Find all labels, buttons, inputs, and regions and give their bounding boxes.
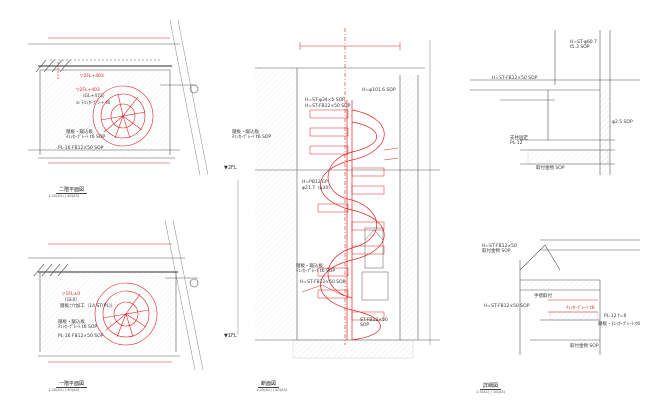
plan-1f-frame <box>164 219 204 371</box>
section-scale: 1:20(A1) / 40(A3) <box>256 388 288 392</box>
detail-d1: H=ST-φ60.7 t5.3 SOP <box>570 40 597 50</box>
section-landing <box>361 227 389 301</box>
section-stringer-a: 踏板・蹴込板 ﾁｪｯｶｰﾌﾟﾚｰﾄ t6 SOP <box>296 264 336 274</box>
section-column: ST-FB12×50 SOP <box>360 318 388 328</box>
detail-d11: PL-12 t=6 <box>604 314 627 319</box>
section-stringer-b: H=ST-FB12×50 SOP <box>300 280 346 285</box>
plan-1f-material: 踏板・蹴込板 ﾁｪｯｶｰﾌﾟﾚｰﾄ t6 SOP <box>58 320 98 330</box>
plan-2f-tread: a: ﾁｪｯｶｰﾌﾟﾚｰﾄ t6 <box>76 101 111 106</box>
detail-d9: ﾁｪｯｶｰﾌﾟﾚｰﾄ t6 <box>566 306 595 311</box>
detail-scale: 1:5(A1) / 10(A3) <box>476 390 505 394</box>
section-bracket: H=PB12 EP <box>302 180 328 185</box>
detail-d8: 手摺取付 <box>534 294 552 299</box>
detail-top <box>470 30 640 175</box>
plan-1f-level: ▽1FL±0 <box>62 292 81 297</box>
plan-2f-title: 二階平面図 <box>56 186 88 194</box>
plan-1f <box>28 243 199 363</box>
plan-2f-frame <box>169 19 209 176</box>
section-handrail-a: H=ST-φ34×5 SOP <box>305 98 345 103</box>
plan-2f-material: 踏板・蹴込板 ﾁｪｯｶｰﾌﾟﾚｰﾄ t6 SOP <box>66 130 106 140</box>
plan-2f-gl: （GL+473） <box>80 94 108 99</box>
section-level-1f: ▼1FL <box>224 333 237 339</box>
plan-2f-fl: ▽2FL+403 <box>76 88 100 93</box>
plan-2f <box>28 37 199 164</box>
plan-2f-stringer: PL-16 FB12×50 SOP <box>58 146 104 151</box>
plan-2f-level: ▽2FL+403 <box>80 74 104 79</box>
detail-d6: H=ST-FB12×50 取付金物 SOP <box>482 244 517 254</box>
plan-1f-scale: 1:20(A1) / 40(A3) <box>48 388 80 392</box>
detail-d5: 取付金物 SOP <box>536 166 565 171</box>
section-tread: 踏板・蹴込板 ﾁｪｯｶｰﾌﾟﾚｰﾄ t6 SOP <box>232 130 272 140</box>
section-spiral <box>301 100 399 341</box>
detail-title: 詳細図 <box>480 382 502 390</box>
detail-d4: 支柱固定 PL-12 <box>510 136 528 146</box>
detail-d2: H=ST-FB12×50 SOP <box>492 76 538 81</box>
plan-1f-title: 一階平面図 <box>56 380 88 388</box>
plan-2f-scale: 1:20(A1) / 40(A3) <box>48 194 80 198</box>
detail-d12: 踏板・ﾁｪｯｶｰﾌﾟﾚｰﾄ t6 <box>598 322 641 327</box>
section-post: H=φ101.6 SOP <box>362 88 396 93</box>
section-handrail-b: H=ST-FB12×50 SOP <box>305 104 351 109</box>
plan-1f-stringer: PL-16 FB12×50 SOP <box>58 334 104 339</box>
detail-d7: H=ST-FB12×50 SOP <box>484 304 530 309</box>
plan-1f-note: 踏板ﾆ穴加工（14 ST(PL)） <box>60 304 116 309</box>
section-ring: φ21.7（φ30） <box>302 186 333 191</box>
plan-1f-gl: （GL0） <box>62 298 80 303</box>
section <box>237 28 440 359</box>
detail-d3: φ2.5 SOP <box>612 120 633 125</box>
detail-d10: 取付金物 SOP <box>570 344 599 349</box>
section-level-2f: ▼2FL <box>224 165 237 171</box>
detail-bottom <box>519 239 640 355</box>
section-title: 断面図 <box>258 380 280 388</box>
